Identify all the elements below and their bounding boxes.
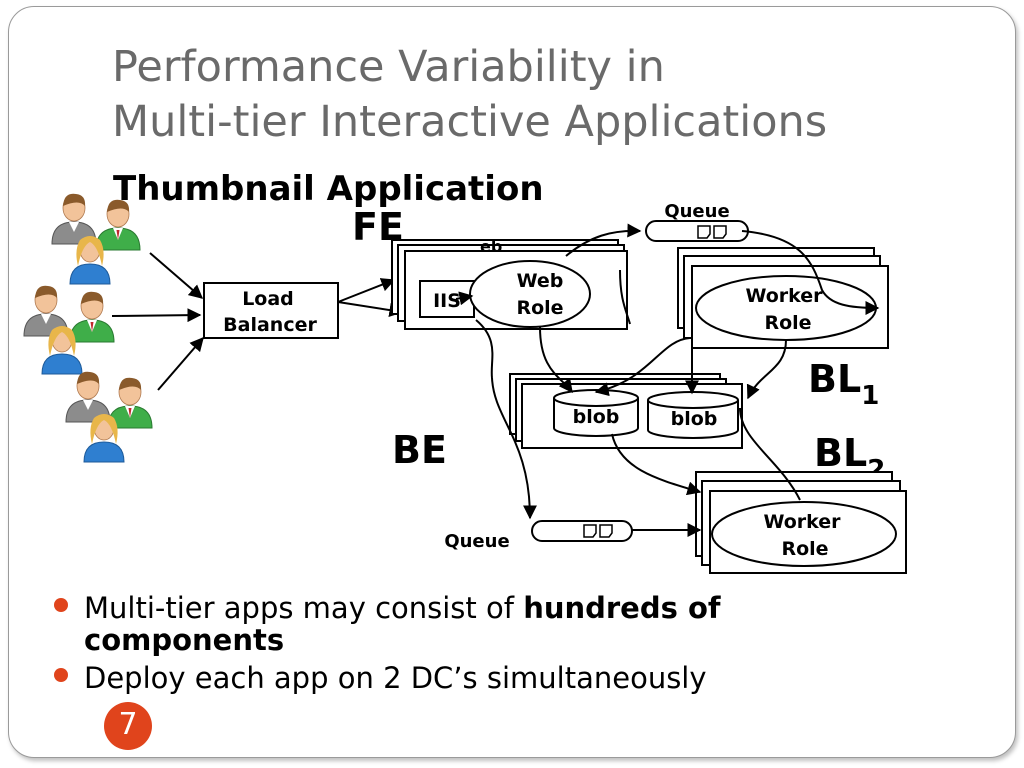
fe-label: FE <box>352 205 404 249</box>
web-role-label: Web <box>517 270 564 292</box>
users-icon <box>65 371 153 463</box>
bullet-text-bold: hundreds of components <box>84 591 721 657</box>
bullet-list: Multi-tier apps may consist of hundreds … <box>50 592 764 700</box>
queue-bottom-label: Queue <box>444 531 509 552</box>
bullet-dot-icon <box>54 668 68 682</box>
flow-arrows <box>475 223 880 537</box>
blob-2-label: blob <box>671 408 718 430</box>
queue-top-label: Queue <box>664 201 729 222</box>
title-line-2: Multi-tier Interactive Applications <box>112 97 828 147</box>
web-role-back-text: eb <box>480 237 502 256</box>
bl1-label: BL1 <box>808 357 879 411</box>
blob-1-label: blob <box>573 406 620 428</box>
lb-to-fe-arrow <box>337 278 396 303</box>
message-icon <box>583 524 613 538</box>
web-role-label: Role <box>516 297 563 319</box>
load-balancer-label: Load <box>242 288 294 310</box>
worker-role-bottom-ellipse <box>711 501 897 567</box>
message-icon <box>697 225 727 239</box>
bullet-item: Multi-tier apps may consist of hundreds … <box>50 592 764 656</box>
queue-bottom <box>531 520 633 542</box>
page-number-badge: 7 <box>104 702 152 750</box>
user-arrow <box>157 336 204 391</box>
worker-role-bottom-label: Worker <box>763 511 841 533</box>
iis-label: IIS <box>433 290 461 312</box>
be-label: BE <box>392 428 447 472</box>
users-icon <box>23 285 115 375</box>
blob-2 <box>647 391 739 439</box>
blob-1 <box>553 389 639 437</box>
user-arrow <box>111 308 202 323</box>
worker-role-bottom-label: Role <box>781 538 828 560</box>
worker-role-top-label: Worker <box>745 285 823 307</box>
iis-to-web-arrow <box>455 291 474 306</box>
queue-top <box>645 220 749 242</box>
bullet-text: Deploy each app on 2 DC’s simultaneously <box>84 661 707 695</box>
worker-role-top-label: Role <box>764 312 811 334</box>
bullet-item: Deploy each app on 2 DC’s simultaneously <box>50 662 764 694</box>
load-balancer-box <box>203 282 339 339</box>
bullet-dot-icon <box>54 598 68 612</box>
title-line-1: Performance Variability in <box>112 42 665 92</box>
slide-title: Performance Variability in Multi-tier In… <box>112 40 827 150</box>
user-arrow <box>149 252 204 299</box>
diagram-subtitle: Thumbnail Application <box>113 169 544 209</box>
bullet-text: Multi-tier apps may consist of <box>84 591 524 625</box>
load-balancer-label: Balancer <box>223 314 317 336</box>
